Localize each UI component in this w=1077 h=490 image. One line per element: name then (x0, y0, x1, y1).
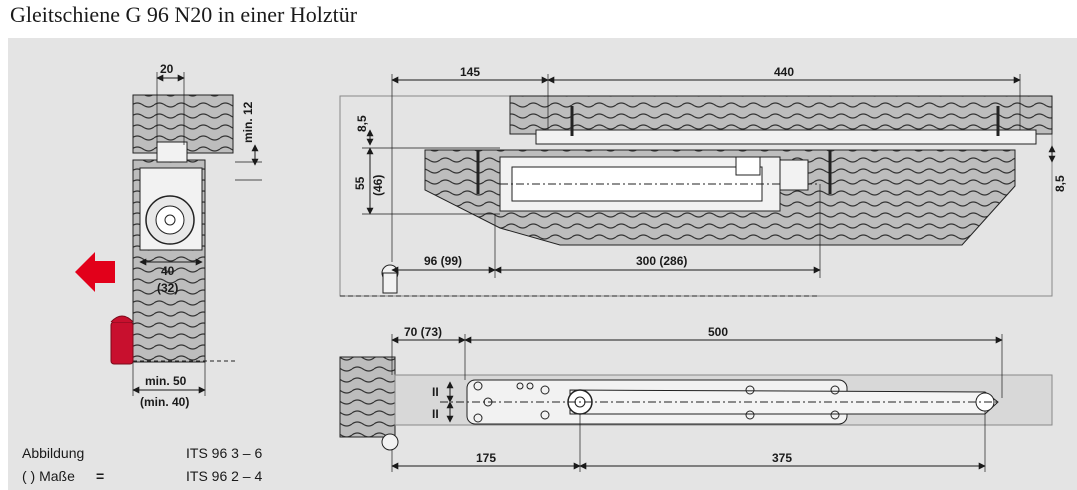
dim-8-5-left: 8,5 (355, 115, 369, 132)
dim-32: (32) (157, 281, 178, 295)
dim-145: 145 (460, 65, 480, 79)
drawing-title: Gleitschiene G 96 N20 in einer Holztür (10, 2, 358, 27)
legend-value-2: ITS 96 2 – 4 (186, 468, 262, 484)
dim-500: 500 (708, 325, 728, 339)
legend-equals: = (96, 468, 104, 484)
slide-rail-top (535, 129, 1037, 145)
dim-96: 96 (99) (424, 254, 462, 268)
equal-mark-top: II (432, 385, 439, 399)
section-view: 20 min. 12 40 (32) min. 50 (min. 40) (75, 62, 262, 409)
dim-300: 300 (286) (636, 254, 687, 268)
dim-55: 55 (353, 176, 367, 190)
dim-min-50: min. 50 (145, 374, 187, 388)
legend: Abbildung ITS 96 3 – 6 ( ) Maße = ITS 96… (22, 445, 262, 484)
dim-min-12: min. 12 (241, 101, 255, 143)
bottom-view: 70 (73) 500 II II 175 375 (339, 325, 1053, 472)
opening-direction-arrow-icon (75, 252, 115, 292)
dim-440: 440 (774, 65, 794, 79)
slide-rail-section (156, 141, 188, 163)
dim-40: 40 (161, 264, 175, 278)
legend-label-2: ( ) Maße (22, 468, 75, 484)
legend-label-1: Abbildung (22, 445, 84, 461)
top-view: 145 440 8,5 55 (46) 8,5 96 (99) 300 (286… (339, 65, 1067, 297)
door-stop-icon (110, 321, 134, 365)
pinion-inner (155, 205, 185, 235)
frame-wood-bottom (339, 356, 396, 438)
dim-20: 20 (160, 62, 174, 76)
dim-70: 70 (73) (404, 325, 442, 339)
equal-mark-bottom: II (432, 407, 439, 421)
frame-wood-top (509, 95, 1053, 135)
dim-375: 375 (772, 451, 792, 465)
dim-8-5-right: 8,5 (1053, 175, 1067, 192)
dim-175: 175 (476, 451, 496, 465)
legend-value-1: ITS 96 3 – 6 (186, 445, 262, 461)
dim-46: (46) (371, 175, 385, 196)
dim-min-40: (min. 40) (140, 395, 189, 409)
